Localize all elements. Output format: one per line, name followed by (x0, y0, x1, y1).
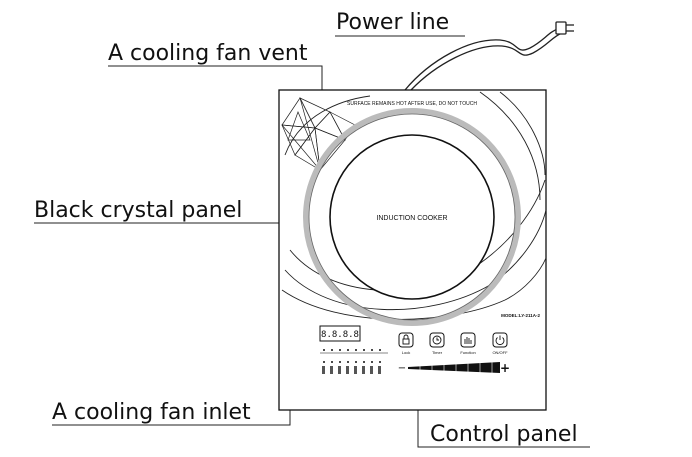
slider-track (408, 362, 500, 373)
power-cord (404, 21, 574, 91)
center-label: INDUCTION COOKER (376, 215, 447, 222)
slider-segments (419, 362, 493, 373)
hand-icon (464, 337, 472, 344)
control-panel-label: Control panel (430, 422, 578, 447)
outer-ring (303, 108, 521, 326)
black-crystal-panel-label: Black crystal panel (34, 198, 243, 223)
power-icon (495, 335, 505, 346)
power-slider[interactable]: − + (398, 361, 510, 375)
warning-text: SURFACE REMAINS HOT AFTER USE, DO NOT TO… (347, 101, 477, 107)
outer-ring-edge (308, 113, 516, 321)
control-panel: 8.8.8.8 Lock (319, 325, 510, 375)
cooling-fan-vent-label: A cooling fan vent (108, 41, 308, 66)
slider-plus: + (500, 361, 510, 375)
lock-label: Lock (402, 350, 410, 355)
leader-lines (34, 35, 590, 448)
lock-button[interactable]: Lock (398, 332, 414, 355)
function-button[interactable]: Function (460, 332, 476, 355)
slider-minus: − (398, 363, 406, 374)
power-button[interactable]: ON/OFF (492, 332, 508, 355)
display-digits: 8.8.8.8 (321, 330, 359, 340)
function-label: Function (460, 350, 475, 355)
timer-button[interactable]: Timer (429, 332, 445, 355)
indicator-leds (320, 349, 388, 374)
cooling-fan-inlet-label: A cooling fan inlet (52, 400, 251, 425)
cooking-zone (329, 134, 495, 300)
lock-icon (402, 334, 410, 345)
timer-label: Timer (432, 350, 443, 355)
power-line-label: Power line (336, 10, 450, 35)
power-label: ON/OFF (492, 350, 508, 355)
digital-display (319, 325, 361, 342)
model-label: MODEL:LY-211A-2 (501, 313, 540, 318)
clock-icon (432, 335, 442, 345)
